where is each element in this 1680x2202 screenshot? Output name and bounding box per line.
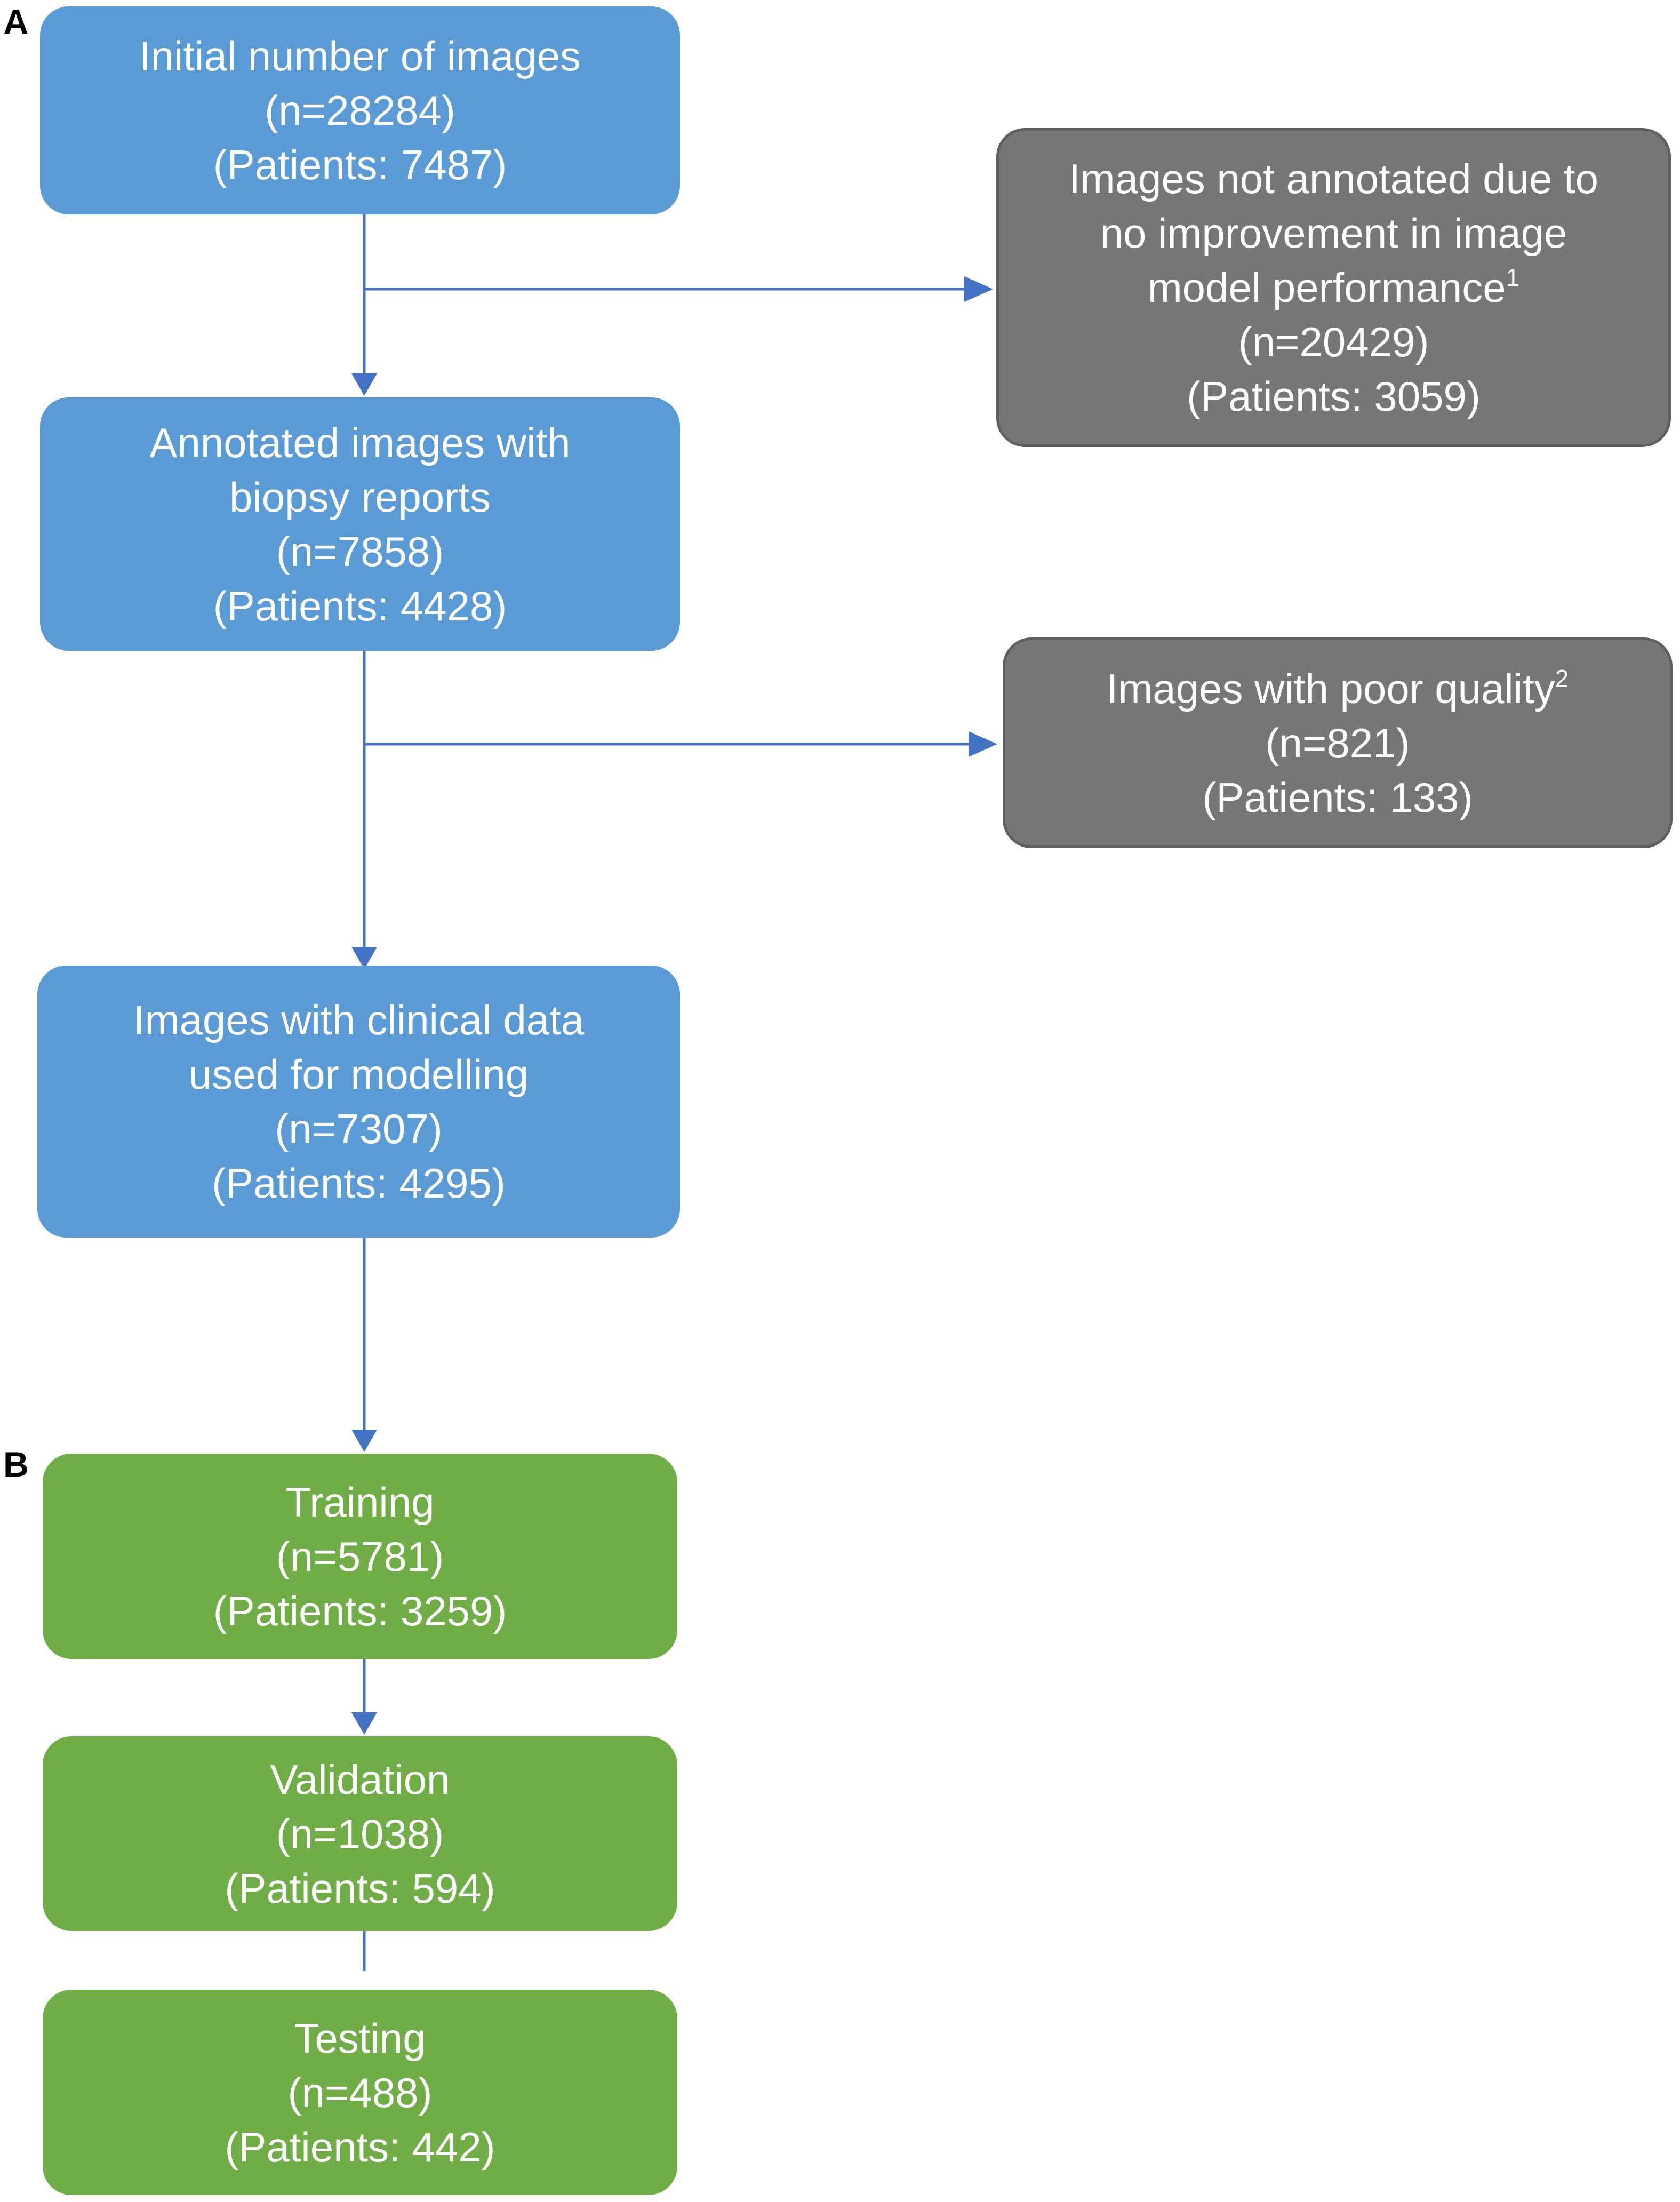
panel-label-b: B bbox=[3, 1445, 29, 1484]
annotated-title-2: biopsy reports bbox=[229, 473, 491, 521]
clinical-patients: (Patients: 4295) bbox=[212, 1160, 506, 1207]
panel-label-a: A bbox=[3, 2, 29, 42]
validation-title: Validation bbox=[270, 1756, 450, 1803]
not-annotated-count: (n=20429) bbox=[1238, 318, 1429, 365]
arrowhead-not-annotated bbox=[964, 276, 993, 302]
validation-count: (n=1038) bbox=[276, 1810, 444, 1857]
annotated-count: (n=7858) bbox=[276, 528, 444, 575]
training-title: Training bbox=[285, 1478, 435, 1526]
not-annotated-title-3-row: model performance1 bbox=[1148, 260, 1520, 315]
initial-count: (n=28284) bbox=[265, 87, 455, 134]
poor-quality-count: (n=821) bbox=[1265, 719, 1410, 767]
poor-quality-title-row: Images with poor quality2 bbox=[1107, 661, 1569, 716]
initial-patients: (Patients: 7487) bbox=[213, 141, 507, 188]
arrowhead-validation bbox=[351, 1712, 377, 1735]
clinical-title-2: used for modelling bbox=[188, 1051, 529, 1098]
annotated-patients: (Patients: 4428) bbox=[213, 582, 507, 629]
initial-title: Initial number of images bbox=[139, 33, 581, 79]
poor-quality-patients: (Patients: 133) bbox=[1202, 773, 1473, 821]
footnote-marker-1: 1 bbox=[1506, 264, 1520, 291]
not-annotated-title-3: model performance bbox=[1147, 264, 1506, 311]
testing-box: Testing (n=488) (Patients: 442) bbox=[43, 1990, 677, 2195]
training-count: (n=5781) bbox=[276, 1533, 444, 1580]
annotated-title-1: Annotated images with bbox=[149, 419, 571, 466]
arrowhead-poor-quality bbox=[969, 731, 997, 757]
not-annotated-box: Images not annotated due to no improveme… bbox=[996, 128, 1671, 447]
testing-count: (n=488) bbox=[287, 2069, 433, 2116]
validation-patients: (Patients: 594) bbox=[225, 1864, 495, 1912]
initial-images-box: Initial number of images (n=28284) (Pati… bbox=[40, 6, 680, 214]
arrowhead-clinical bbox=[351, 947, 377, 969]
training-patients: (Patients: 3259) bbox=[213, 1587, 507, 1634]
poor-quality-box: Images with poor quality2 (n=821) (Patie… bbox=[1003, 637, 1673, 848]
training-box: Training (n=5781) (Patients: 3259) bbox=[43, 1454, 677, 1659]
validation-box: Validation (n=1038) (Patients: 594) bbox=[43, 1736, 677, 1931]
testing-title: Testing bbox=[294, 2014, 426, 2062]
annotated-images-box: Annotated images with biopsy reports (n=… bbox=[40, 397, 680, 651]
not-annotated-title-1: Images not annotated due to bbox=[1068, 155, 1599, 202]
not-annotated-patients: (Patients: 3059) bbox=[1187, 373, 1481, 420]
arrowhead-training bbox=[351, 1430, 377, 1452]
clinical-data-box: Images with clinical data used for model… bbox=[37, 966, 680, 1238]
footnote-marker-2: 2 bbox=[1555, 664, 1569, 692]
poor-quality-title: Images with poor quality bbox=[1106, 665, 1555, 712]
arrowhead-annotated bbox=[351, 373, 377, 396]
clinical-title-1: Images with clinical data bbox=[133, 996, 585, 1043]
clinical-count: (n=7307) bbox=[275, 1105, 443, 1152]
testing-patients: (Patients: 442) bbox=[225, 2123, 495, 2171]
not-annotated-title-2: no improvement in image bbox=[1100, 210, 1567, 257]
